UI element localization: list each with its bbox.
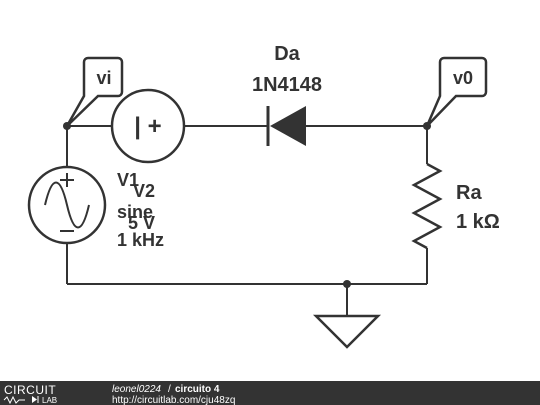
footer-title[interactable]: circuito 4 [175,384,220,395]
node-flag-vi[interactable]: vi [65,56,124,127]
ac-source-type-label: sine [117,202,153,222]
dc-source-polarity: | + [134,113,161,140]
ac-source-amplitude-label: 5 V [128,213,155,233]
diode-da[interactable] [266,106,306,146]
ac-source-v1[interactable] [27,165,107,245]
dc-source-name-label: V2 [133,181,155,201]
node-label-v0: v0 [453,68,473,88]
footer-bar: CIRCUIT LAB leonel0224 / circuito 4 http… [0,381,540,405]
resistor-ra[interactable] [411,162,443,250]
resistor-name-label: Ra [456,182,482,204]
dc-source-v2[interactable]: | + [110,88,186,164]
logo-circuit-text: CIRCUIT [4,383,56,397]
ac-source-frequency-label: 1 kHz [117,230,164,250]
resistor-value-label: 1 kΩ [456,211,500,233]
node-label-vi: vi [96,68,111,88]
wires [66,125,428,316]
ground-icon[interactable] [312,314,382,349]
footer-user[interactable]: leonel0224 [112,384,161,395]
ac-source-name-label: V1 [117,170,139,190]
logo-resistor-icon [3,395,25,405]
junction-ground [343,280,351,288]
sine-wave-icon [44,181,90,229]
footer-url[interactable]: http://circuitlab.com/cju48zq [112,395,235,405]
logo-diode-icon [32,396,37,403]
logo-lab-text: LAB [42,396,57,405]
diode-triangle [270,106,306,146]
footer-separator: / [168,384,171,395]
diode-part-label: 1N4148 [252,74,322,96]
diode-name-label: Da [274,43,300,65]
node-flag-v0[interactable]: v0 [425,56,488,127]
